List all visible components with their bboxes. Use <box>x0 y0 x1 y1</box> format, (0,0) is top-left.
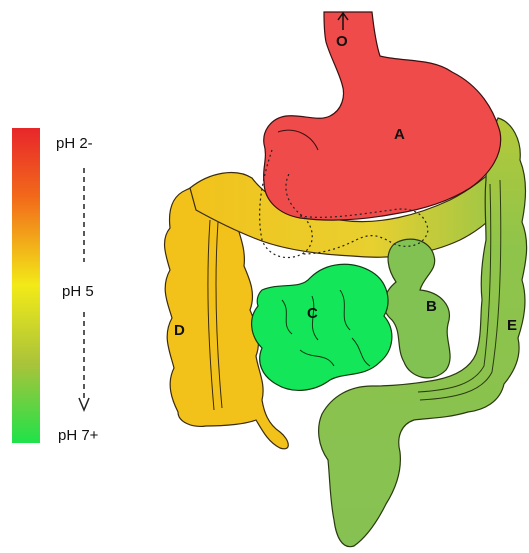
label-d: D <box>174 322 185 339</box>
small-intestine-c <box>252 264 392 390</box>
ph-top-label: pH 2- <box>56 135 93 152</box>
label-a: A <box>394 126 405 143</box>
ph-scale: pH 2- pH 5 pH 7+ <box>12 128 99 444</box>
label-c: C <box>307 305 318 322</box>
ph-gradient-bar <box>12 128 40 443</box>
ph-bottom-label: pH 7+ <box>58 427 99 444</box>
scale-arrow-down-icon <box>79 398 89 410</box>
stomach-a <box>264 12 501 220</box>
ph-mid-label: pH 5 <box>62 283 94 300</box>
label-b: B <box>426 298 437 315</box>
small-intestine-b <box>384 239 450 378</box>
label-e: E <box>507 317 517 334</box>
esophagus-label: O <box>336 33 348 50</box>
